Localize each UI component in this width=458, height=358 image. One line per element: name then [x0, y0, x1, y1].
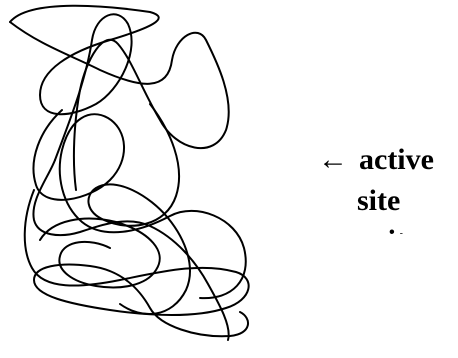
label-site: site — [357, 186, 400, 216]
label-clipped-text: site — [376, 226, 419, 234]
chain-loop-bottom — [25, 190, 249, 336]
active-site-arrow: ← — [318, 145, 348, 175]
label-clipped-partial: site — [376, 226, 436, 234]
chain-loop-lower-left — [40, 219, 160, 288]
chain-loop-middle — [34, 110, 246, 298]
protein-chain-tangle — [10, 6, 249, 340]
label-active: active — [359, 145, 434, 175]
